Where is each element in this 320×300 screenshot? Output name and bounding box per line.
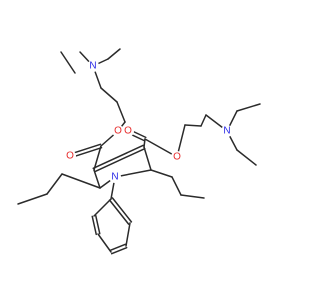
bond-c1-c2 [100,87,118,103]
bond-p2-p3 [17,193,48,205]
bond-q1-q2 [171,176,182,196]
bond-a1-a2 [60,51,76,74]
n-pyrrole-label: N [111,172,118,183]
bond-ph3-ph4-b [109,243,127,252]
bond-ph0-ph1 [93,198,112,217]
bond-r2-r3 [93,169,101,189]
o-carbonyl-right-bg [122,125,134,137]
o-ester-left-bg [112,125,124,137]
bond-d2-d3 [200,114,207,127]
molecule-structure-diagram: N N N O O O O [17,48,261,255]
bond-cc2-or [144,138,178,158]
bond-ph1-ph2-a [91,215,97,236]
bond-cc1-r3 [93,145,102,171]
o-ester-right-label: O [173,152,181,163]
n-amine-right-label: N [223,126,230,137]
n-pyrrole-bg [109,171,121,183]
n-amine-left-bg [87,60,99,72]
bond-r3-r4-a [94,147,146,173]
o-ester-left-label: O [114,126,122,137]
bond-ph4-ph5 [125,222,131,247]
o-carbonyl-left-label: O [66,151,74,162]
o-carbonyl-right-label: O [124,126,132,137]
o-carbonyl-left-bg [64,150,76,162]
bond-f1-f2 [236,149,257,166]
bond-r3-r4-b [92,144,144,170]
atom-label-layer: N N N O O O O [64,60,233,183]
bond-ph5-ph0-a [111,197,133,223]
n-amine-right-bg [221,125,233,137]
bond-layer [17,48,261,255]
bond-ph1-ph2-b [95,214,101,235]
bond-e1-e2 [236,103,261,112]
bond-r4-r5 [143,146,152,171]
bond-ph3-ph4-a [110,246,128,255]
bond-c2-c3 [116,101,126,123]
bond-p1-p2 [46,173,63,195]
bond-r5-n [114,169,152,178]
o-ester-right-bg [171,151,183,163]
bond-d1-d2 [184,124,202,127]
bond-r5-q1 [150,169,173,178]
bond-ph2-ph3 [97,233,112,253]
n-amine-left-label: N [89,61,96,72]
bond-q2-q3 [180,194,205,199]
bond-r2-p1 [61,173,101,189]
bond-ph5-ph0-b [108,199,130,225]
bond-a4-a5 [107,48,121,60]
